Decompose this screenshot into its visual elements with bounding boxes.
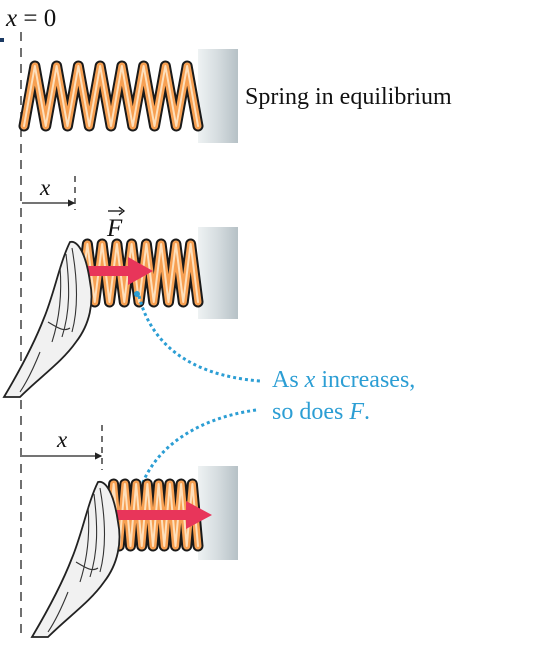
annotation-l2-post: . [364,399,370,425]
top-label: x = 0 [5,5,56,32]
force-label: F [106,215,123,242]
compressed-spring-1 [74,238,204,308]
equilibrium-caption: Spring in equilibrium [245,84,452,110]
compressed-wall-1 [198,227,238,319]
force-arrow-1 [80,257,153,285]
displacement-1: x [22,175,76,210]
compressed-spring-2 [102,478,204,552]
hand-icon [2,241,93,398]
annotation-connectors [134,291,261,497]
zero-marker-dot [0,38,4,42]
annotation-l2-pre: so does [272,399,349,425]
equilibrium-wall [198,49,238,143]
hand-icon [30,481,121,638]
annotation-l1-var: x [304,367,316,393]
force-vector-label: F [106,206,126,242]
displacement-2-label: x [56,427,68,452]
displacement-1-label: x [39,175,51,200]
annotation-line-1: As x increases, [272,367,415,393]
top-label-rest: = 0 [17,5,56,32]
displacement-2: x [22,425,103,470]
force-arrow-2 [108,501,212,529]
equilibrium-spring [18,60,204,132]
top-label-var: x [5,5,17,32]
annotation-l1-pre: As [272,367,305,393]
annotation-l1-post: increases, [315,367,415,393]
annotation-l2-var: F [348,399,364,425]
annotation-line-2: so does F. [272,399,370,425]
